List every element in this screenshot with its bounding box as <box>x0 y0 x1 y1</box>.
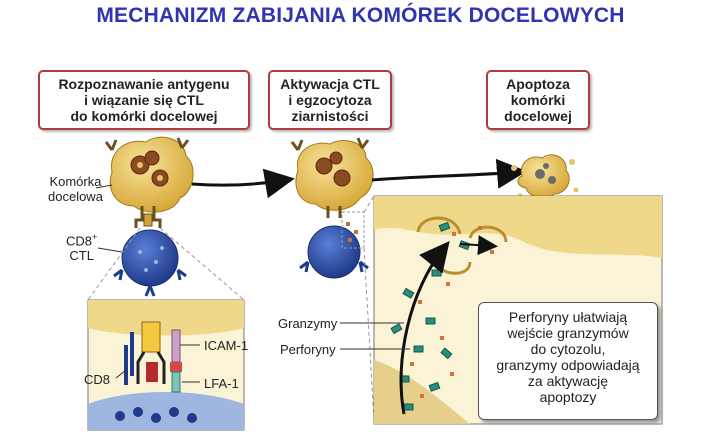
zoom-frame-small <box>341 211 365 249</box>
label-line: Komórka <box>49 174 102 189</box>
granzyme-particles <box>390 221 471 411</box>
page-title: MECHANIZM ZABIJANIA KOMÓREK DOCELOWYCH <box>96 4 625 27</box>
info-line: za aktywację <box>527 373 609 389</box>
granule-path-arrow <box>399 241 450 415</box>
label-cd8: CD8 <box>84 372 111 387</box>
apoptotic-cell <box>511 154 579 199</box>
entry-arrow <box>459 235 498 256</box>
target-cell-1 <box>104 136 194 213</box>
stage-line: Rozpoznawanie antygenu <box>58 76 230 92</box>
stage-box-activation: Aktywacja CTL i egzocytoza ziarnistości <box>268 70 392 130</box>
info-line: apoptozy <box>539 389 597 405</box>
ctl-cell-1 <box>113 229 187 297</box>
stage-line: docelowej <box>504 108 572 124</box>
label-line: docelowa <box>48 189 103 204</box>
stage-line: i wiązanie się CTL <box>84 92 204 108</box>
label-perforins: Perforyny <box>280 342 336 357</box>
label-ctl-text: CTL <box>69 248 94 264</box>
released-granules <box>346 222 358 242</box>
stage-line: do komórki docelowej <box>70 108 218 124</box>
stage-line: Apoptoza <box>506 76 570 92</box>
label-lfa: LFA-1 <box>204 376 239 391</box>
stage-line: komórki <box>510 92 566 108</box>
synapse-zoom-box <box>87 299 245 431</box>
stage-line: ziarnistości <box>291 108 369 124</box>
zoom-line <box>159 227 245 301</box>
tcr-contact-1 <box>134 206 162 228</box>
process-arrow-2 <box>371 158 527 189</box>
stage-line: Aktywacja CTL <box>280 76 380 92</box>
process-arrow-1 <box>191 168 295 199</box>
label-cd8-ctl: CD8+ CTL <box>66 230 97 263</box>
label-icam: ICAM-1 <box>204 338 249 353</box>
stage-line: i egzocytoza <box>288 92 372 108</box>
target-cell-2 <box>290 137 374 218</box>
label-cd8-text: CD8 <box>66 233 93 249</box>
zoom-line <box>363 247 375 421</box>
label-granzymes: Granzymy <box>278 316 338 331</box>
ctl-cell-2 <box>299 225 369 279</box>
info-line: Perforyny ułatwiają <box>508 309 628 325</box>
pointer-target <box>95 184 113 189</box>
pointer-ctl <box>97 247 123 253</box>
stage-box-recognition: Rozpoznawanie antygenu i wiązanie się CT… <box>38 70 250 130</box>
label-cd8-sup: + <box>92 232 98 242</box>
info-line: granzymy odpowiadają <box>496 357 640 373</box>
zoom-line <box>363 195 375 213</box>
label-target-cell: Komórka docelowa <box>48 174 103 204</box>
info-line: do cytozolu, <box>530 341 606 357</box>
pointer-cd8 <box>115 369 127 379</box>
info-box: Perforyny ułatwiają wejście granzymów do… <box>478 302 658 420</box>
zoom-line <box>87 227 141 301</box>
info-line: wejście granzymów <box>507 325 629 341</box>
stage-box-apoptosis: Apoptoza komórki docelowej <box>486 70 590 130</box>
